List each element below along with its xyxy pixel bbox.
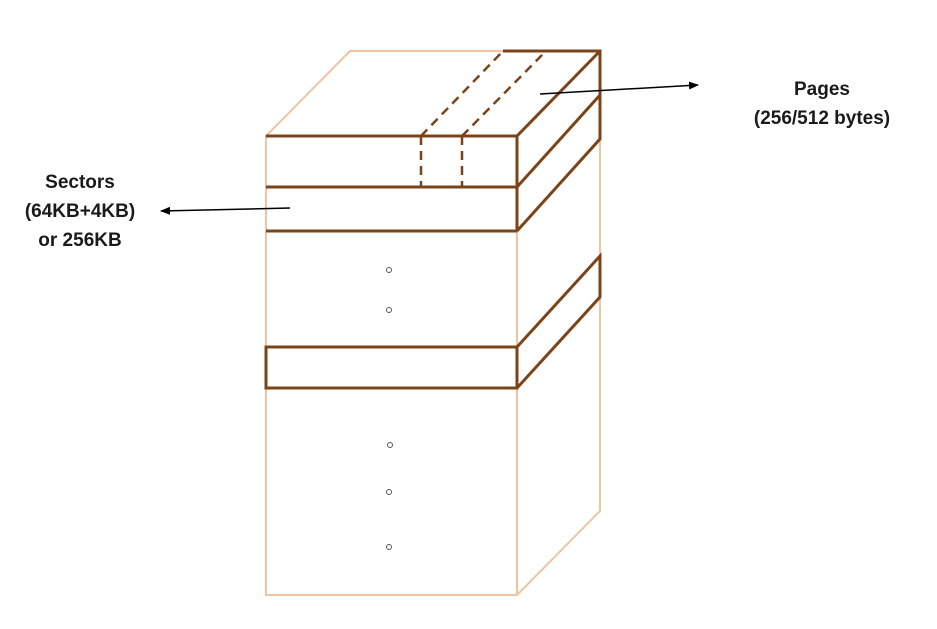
sectors-label-line1: Sectors <box>45 172 115 193</box>
dot <box>387 442 393 448</box>
ellipsis-dots <box>386 267 393 550</box>
pages-arrow <box>539 81 699 95</box>
memory-block-outline <box>265 50 601 596</box>
dot <box>386 544 392 550</box>
pages-label-line1: Pages <box>794 79 850 100</box>
dot <box>386 307 392 313</box>
sector-top <box>266 49 602 189</box>
sectors-label-line3: or 256KB <box>38 230 122 251</box>
dot <box>386 267 392 273</box>
dot <box>386 489 392 495</box>
sector-second <box>266 95 602 233</box>
sectors-label-line2: (64KB+4KB) <box>24 201 136 222</box>
page-boundaries <box>419 50 547 187</box>
sectors-label: Sectors (64KB+4KB) or 256KB <box>0 168 160 255</box>
pages-label: Pages (256/512 bytes) <box>732 75 912 133</box>
pages-label-line2: (256/512 bytes) <box>753 108 891 129</box>
sector-lower <box>264 252 602 390</box>
sectors-arrow <box>160 206 291 215</box>
